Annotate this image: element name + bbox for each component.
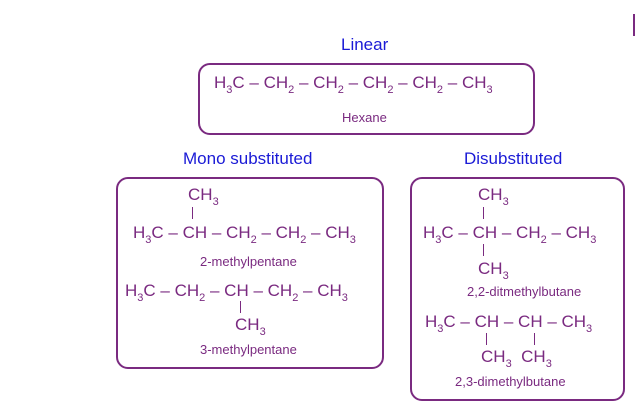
2-methylpentane-branch-top: CH3 bbox=[188, 185, 219, 208]
formula-text: H bbox=[425, 312, 438, 331]
23-dimethylbutane-branch-bottom: CH3 CH3 bbox=[481, 347, 552, 370]
formula-text: H bbox=[133, 223, 146, 242]
formula-subscript: 2 bbox=[387, 84, 394, 96]
formula-subscript: 3 bbox=[502, 270, 509, 282]
formula-text: – CH bbox=[546, 223, 591, 242]
2-methylpentane-bond bbox=[192, 207, 193, 219]
formula-subscript: 3 bbox=[437, 323, 444, 335]
formula-subscript: 2 bbox=[199, 292, 206, 304]
3-methylpentane-name: 3-methylpentane bbox=[200, 342, 297, 357]
3-methylpentane-main-chain: H3C – CH2 – CH – CH2 – CH3 bbox=[125, 281, 348, 304]
linear-box bbox=[198, 63, 535, 135]
formula-text: – CH bbox=[306, 223, 350, 242]
formula-text: C – CH – CH bbox=[151, 223, 251, 242]
formula-subscript: 3 bbox=[505, 358, 512, 370]
formula-subscript: 2 bbox=[250, 234, 257, 246]
formula-subscript: 3 bbox=[486, 84, 493, 96]
disubstituted-box bbox=[410, 177, 625, 401]
2-methylpentane-name: 2-methylpentane bbox=[200, 254, 297, 269]
formula-text: CH bbox=[235, 315, 260, 334]
formula-text: CH bbox=[511, 347, 546, 366]
formula-text: – CH – CH bbox=[205, 281, 293, 300]
3-methylpentane-bond bbox=[240, 301, 241, 313]
formula-text: – CH bbox=[298, 281, 342, 300]
23-dimethylbutane-name: 2,3-dimethylbutane bbox=[455, 374, 566, 389]
formula-subscript: 3 bbox=[212, 196, 219, 208]
hexane-name: Hexane bbox=[342, 110, 387, 125]
formula-text: – CH bbox=[393, 73, 437, 92]
heading-mono-substituted: Mono substituted bbox=[183, 149, 313, 168]
formula-subscript: 2 bbox=[540, 234, 547, 246]
formula-text: – CH bbox=[294, 73, 338, 92]
formula-text: C – CH – CH – CH bbox=[443, 312, 587, 331]
heading-linear: Linear bbox=[341, 35, 389, 54]
formula-text: CH bbox=[188, 185, 213, 204]
formula-subscript: 2 bbox=[436, 84, 444, 96]
formula-subscript: 3 bbox=[226, 84, 233, 96]
formula-text: C – CH bbox=[143, 281, 200, 300]
23-dimethylbutane-main-chain: H3C – CH – CH – CH3 bbox=[425, 312, 592, 335]
formula-text: – CH bbox=[256, 223, 301, 242]
formula-text: CH bbox=[481, 347, 506, 366]
hexane-formula: H3C – CH2 – CH2 – CH2 – CH2 – CH3 bbox=[214, 73, 493, 96]
23-dimethylbutane-bond-left bbox=[486, 333, 487, 345]
formula-text: H bbox=[214, 73, 227, 92]
22-dimethylbutane-bond-bottom bbox=[483, 244, 484, 256]
23-dimethylbutane-bond-right bbox=[534, 333, 535, 345]
formula-text: C – CH bbox=[232, 73, 289, 92]
formula-subscript: 3 bbox=[137, 292, 144, 304]
formula-text: – CH bbox=[443, 73, 487, 92]
cropped-edge-mark bbox=[633, 14, 635, 36]
formula-text: H bbox=[423, 223, 436, 242]
3-methylpentane-branch-bottom: CH3 bbox=[235, 315, 266, 338]
formula-subscript: 3 bbox=[502, 196, 509, 208]
22-dimethylbutane-name: 2,2-ditmethylbutane bbox=[467, 284, 582, 299]
formula-subscript: 3 bbox=[590, 234, 597, 246]
formula-subscript: 2 bbox=[288, 84, 295, 96]
formula-subscript: 3 bbox=[145, 234, 152, 246]
22-dimethylbutane-bond-top bbox=[483, 207, 484, 219]
22-dimethylbutane-main-chain: H3C – CH – CH2 – CH3 bbox=[423, 223, 596, 246]
formula-text: H bbox=[125, 281, 138, 300]
mono-substituted-box bbox=[116, 177, 384, 369]
formula-text: CH bbox=[478, 185, 503, 204]
heading-disubstituted: Disubstituted bbox=[464, 149, 563, 168]
formula-subscript: 3 bbox=[349, 234, 356, 246]
formula-subscript: 3 bbox=[435, 234, 442, 246]
formula-text: C – CH – CH bbox=[441, 223, 541, 242]
22-dimethylbutane-branch-bottom: CH3 bbox=[478, 259, 509, 282]
2-methylpentane-main-chain: H3C – CH – CH2 – CH2 – CH3 bbox=[133, 223, 356, 246]
formula-subscript: 2 bbox=[292, 292, 299, 304]
formula-subscript: 2 bbox=[337, 84, 344, 96]
formula-subscript: 3 bbox=[259, 326, 266, 338]
formula-subscript: 3 bbox=[545, 358, 552, 370]
22-dimethylbutane-branch-top: CH3 bbox=[478, 185, 509, 208]
formula-text: – CH bbox=[343, 73, 388, 92]
formula-text: CH bbox=[478, 259, 503, 278]
formula-subscript: 3 bbox=[341, 292, 348, 304]
formula-subscript: 3 bbox=[586, 323, 593, 335]
formula-subscript: 2 bbox=[300, 234, 307, 246]
